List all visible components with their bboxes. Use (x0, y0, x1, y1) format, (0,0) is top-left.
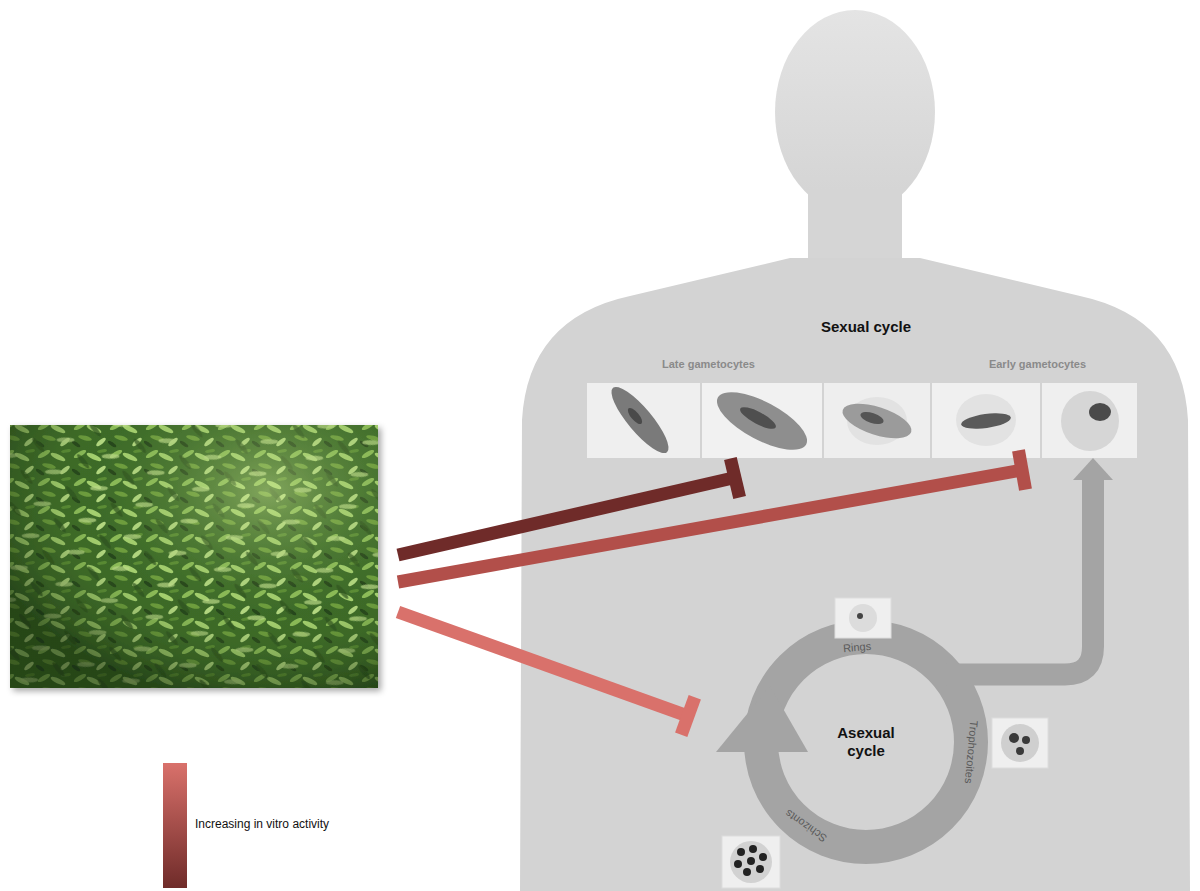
cycle-arrowhead (716, 686, 808, 752)
inhibition-bars (398, 450, 1026, 735)
merozoite (759, 853, 767, 861)
photo-foliage (10, 425, 378, 688)
late-gametocyte (604, 380, 676, 460)
development-arrow (946, 458, 1113, 675)
stage-name: Schizonts (783, 807, 829, 844)
stage-group: Early gametocytes (930, 356, 1145, 458)
inhibition-line (398, 612, 686, 715)
asexual-cycle-node: Asexual cycle (744, 620, 988, 864)
merozoite (747, 857, 755, 865)
pigment (1016, 747, 1024, 755)
inhibition-line (398, 478, 733, 555)
stage-name: Rings (842, 640, 871, 654)
trophozoite-image (992, 718, 1048, 768)
merozoite (756, 865, 764, 873)
early-gametocyte (838, 397, 915, 446)
inhibition-bar (1019, 450, 1026, 489)
photo-light (10, 425, 378, 688)
stage-group: Late gametocytes (587, 356, 830, 458)
legend-gradient-bar (163, 763, 187, 888)
pigment (626, 406, 645, 426)
legend-text: Increasing in vitro activity (195, 817, 329, 831)
red-cell (1001, 724, 1039, 762)
inhibition-line (398, 470, 1020, 582)
merozoite (743, 868, 751, 876)
photo-foliage-layer (10, 425, 378, 688)
early-gametocyte (960, 411, 1011, 432)
pigment (738, 403, 779, 432)
pigment (859, 410, 885, 427)
inhibition-bar (681, 697, 695, 735)
arrowhead (1073, 458, 1113, 480)
plant-photo (10, 425, 378, 688)
head (775, 10, 935, 214)
merozoite (734, 860, 742, 868)
stage-label: Late gametocytes (587, 356, 830, 370)
red-cell (730, 841, 772, 883)
section-heading: Sexual cycle (587, 318, 1145, 335)
pigment (1009, 733, 1019, 743)
human-silhouette (520, 10, 1190, 891)
asexual-cycle-ring (716, 598, 1048, 888)
stage-name: Trophozoites (963, 720, 980, 784)
stage-label: Early gametocytes (930, 356, 1145, 370)
ring-stage-image (835, 598, 891, 638)
pigment (1022, 736, 1030, 744)
torso (520, 258, 1190, 891)
merozoite (737, 848, 745, 856)
red-cell (1061, 391, 1119, 451)
parasite-ring (857, 613, 863, 619)
micrograph-panel (824, 383, 930, 458)
merozoite (749, 845, 757, 853)
inhibition-bar (730, 459, 739, 498)
late-gametocyte (709, 381, 815, 461)
early-gametocyte (1089, 403, 1111, 421)
micrograph-panel (1042, 383, 1137, 458)
cycle-title: Asexual cycle (826, 724, 906, 760)
red-cell (849, 604, 877, 632)
red-cell (956, 394, 1016, 446)
gametocyte-strip (587, 380, 1137, 461)
micrograph-panel (932, 383, 1040, 458)
arrow-shaft (946, 478, 1093, 675)
sexual-cycle-panel: Sexual cycleLate gametocytes Early gameto… (587, 318, 1145, 458)
schizont-image (722, 836, 780, 888)
